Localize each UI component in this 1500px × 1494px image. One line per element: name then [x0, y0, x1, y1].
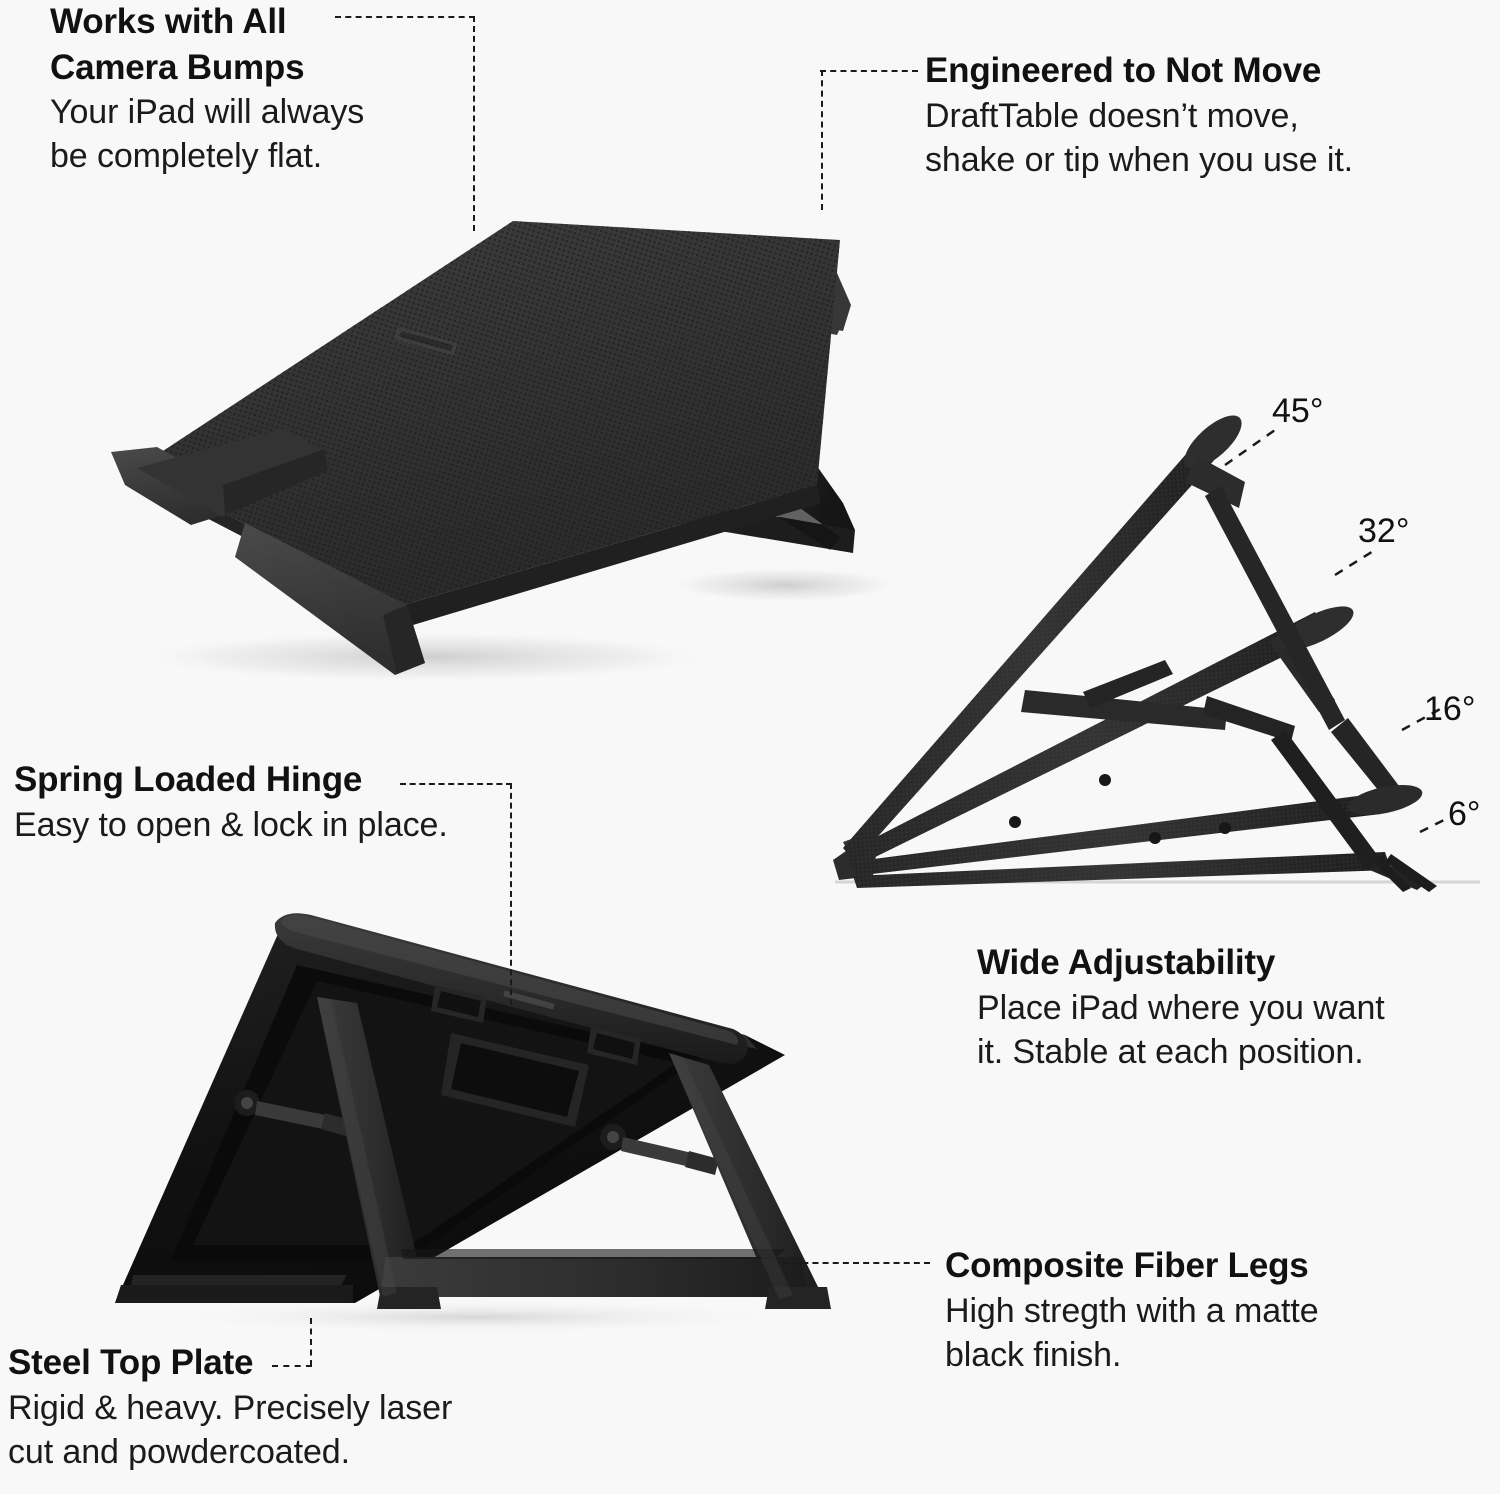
angle-label-32: 32° — [1358, 512, 1410, 550]
callout-top-plate-body: Rigid & heavy. Precisely laser cut and p… — [8, 1388, 453, 1471]
main-stand-plate — [137, 221, 840, 625]
callout-not-move-title: Engineered to Not Move — [925, 51, 1322, 90]
callout-steel-top-plate: Steel Top Plate Rigid & heavy. Precisely… — [8, 1340, 538, 1474]
main-stand-lower-stopper — [235, 523, 425, 675]
callout-wide-adjustability: Wide Adjustability Place iPad where you … — [977, 940, 1477, 1074]
main-stand-image — [111, 221, 895, 683]
spring-hinge-right — [600, 1124, 719, 1175]
rear-handle-recess — [441, 1033, 589, 1127]
callout-not-move-body: DraftTable doesn’t move, shake or tip wh… — [925, 96, 1354, 179]
angle-diagram-struts — [1021, 486, 1381, 870]
callout-top-plate-title: Steel Top Plate — [8, 1343, 254, 1382]
callout-spring-loaded-hinge: Spring Loaded Hinge Easy to open & lock … — [14, 757, 534, 847]
callout-hinge-title: Spring Loaded Hinge — [14, 760, 363, 799]
callout-camera-bumps-body: Your iPad will always be completely flat… — [50, 93, 365, 176]
callout-fiber-legs-body: High stregth with a matte black finish. — [945, 1291, 1319, 1374]
callout-camera-bumps-title: Works with All Camera Bumps — [50, 2, 305, 87]
brand-logo-emboss — [394, 327, 457, 356]
rear-stand-image — [115, 913, 831, 1335]
angle-label-45: 45° — [1272, 392, 1324, 430]
angle-position-45 — [843, 415, 1245, 862]
callout-camera-bumps: Works with All Camera Bumps Your iPad wi… — [50, 0, 470, 178]
callout-adjustability-title: Wide Adjustability — [977, 943, 1276, 982]
angle-label-16: 16° — [1424, 690, 1476, 728]
callout-hinge-body: Easy to open & lock in place. — [14, 805, 448, 844]
composite-fiber-legs — [317, 997, 831, 1309]
angle-label-6: 6° — [1448, 795, 1481, 833]
angle-position-16 — [851, 718, 1423, 876]
leader-not-move-horizontal — [820, 70, 918, 72]
rear-hinge-tabs — [431, 985, 641, 1065]
main-stand-front-lip — [111, 428, 327, 525]
angle-diagram-image — [833, 415, 1480, 892]
callout-fiber-legs-title: Composite Fiber Legs — [945, 1246, 1309, 1285]
callout-not-move: Engineered to Not Move DraftTable doesn’… — [925, 48, 1465, 182]
callout-adjustability-body: Place iPad where you want it. Stable at … — [977, 988, 1385, 1071]
callout-composite-fiber-legs: Composite Fiber Legs High stregth with a… — [945, 1243, 1445, 1377]
angle-position-6 — [853, 852, 1437, 892]
